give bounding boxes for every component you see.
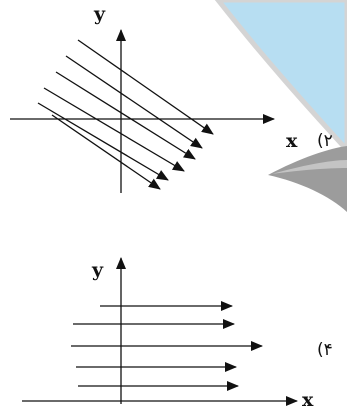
decoration-grey-wave bbox=[268, 146, 347, 212]
decoration-grey-highlight bbox=[272, 160, 347, 174]
bottom-diagram: y x (۴ bbox=[22, 257, 333, 411]
top-vector bbox=[77, 39, 214, 135]
top-vector-set bbox=[37, 39, 214, 190]
top-x-axis-label: x bbox=[286, 130, 298, 152]
top-vector bbox=[37, 102, 169, 181]
top-vector bbox=[51, 114, 161, 190]
top-vector bbox=[65, 55, 203, 149]
top-diagram: y x (۲ bbox=[10, 3, 333, 193]
top-option-label: (۲ bbox=[317, 131, 333, 151]
page-decoration bbox=[214, 0, 347, 212]
top-vector bbox=[43, 87, 185, 172]
bottom-option-label: (۴ bbox=[317, 340, 333, 360]
decoration-blue-shape bbox=[214, 0, 347, 154]
bottom-vector-set bbox=[71, 301, 263, 391]
bottom-x-axis-label: x bbox=[302, 389, 314, 411]
top-y-axis-label: y bbox=[93, 3, 106, 25]
top-vector bbox=[55, 71, 196, 160]
bottom-y-axis-label: y bbox=[91, 259, 104, 281]
